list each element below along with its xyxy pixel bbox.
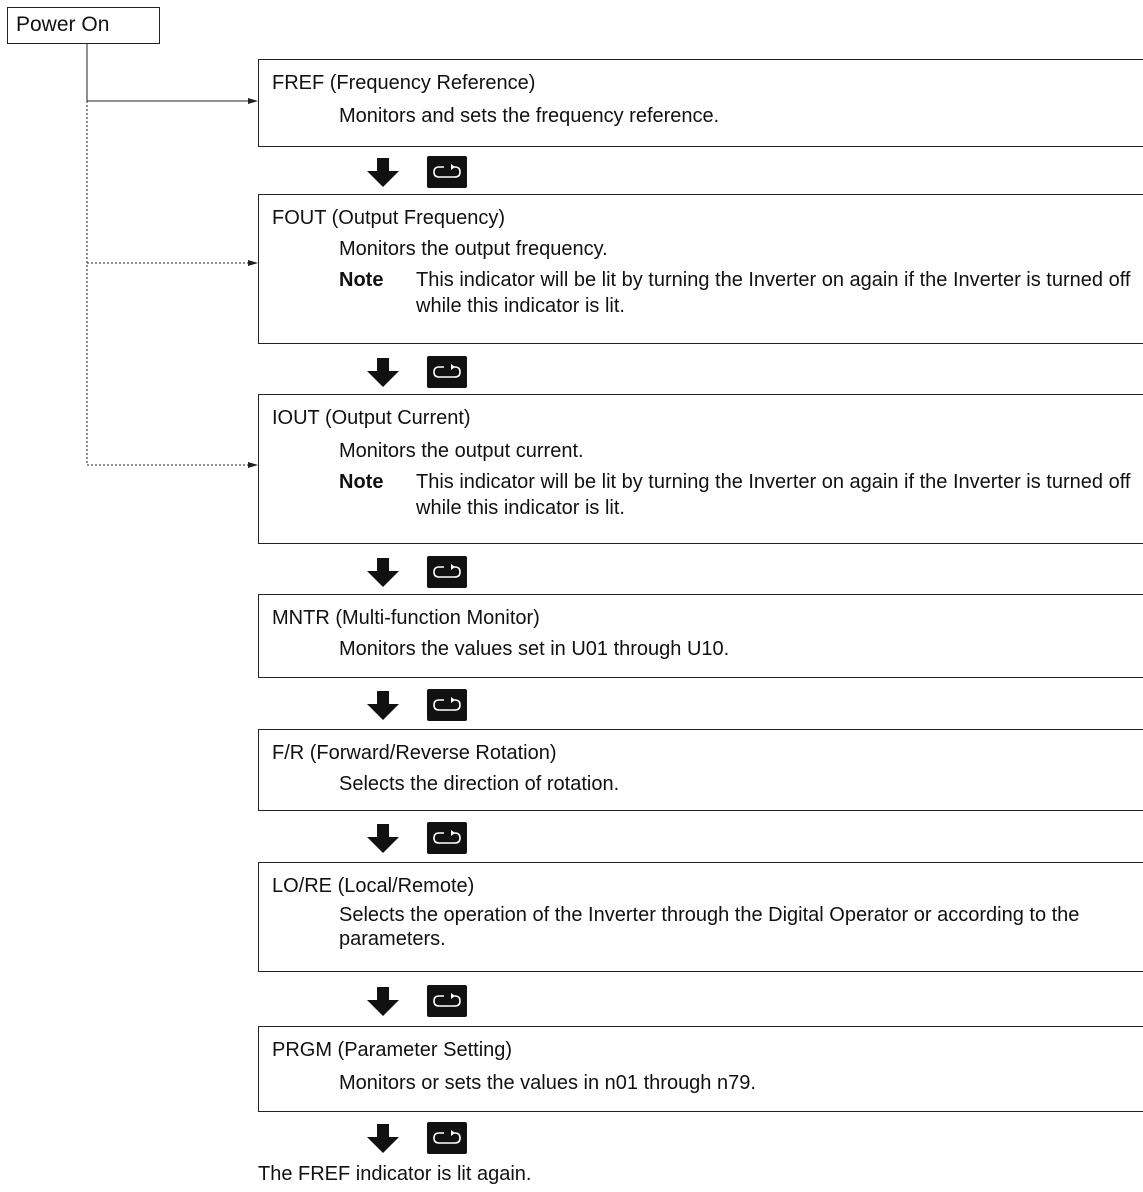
note-label: Note (339, 471, 384, 493)
down-arrow-icon (367, 987, 399, 1016)
mode-step (365, 985, 475, 1019)
down-arrow-icon (367, 558, 399, 587)
mode-title: F/R (Forward/Reverse Rotation) (272, 742, 557, 764)
mode-box-iout: IOUT (Output Current) Monitors the outpu… (258, 394, 1143, 544)
note-label: Note (339, 269, 384, 291)
mode-step (365, 1122, 475, 1156)
mode-box-lore: LO/RE (Local/Remote) Selects the operati… (258, 862, 1143, 972)
mode-title: IOUT (Output Current) (272, 407, 471, 429)
final-status-text: The FREF indicator is lit again. (258, 1163, 532, 1185)
note-text: This indicator will be lit by turning th… (416, 471, 1131, 519)
power-on-label: Power On (16, 13, 110, 36)
down-arrow-icon (367, 1124, 399, 1153)
arrowhead-iout (248, 462, 258, 468)
down-arrow-icon (367, 824, 399, 853)
mode-box-fout: FOUT (Output Frequency) Monitors the out… (258, 194, 1143, 344)
mode-key-icon (427, 689, 467, 721)
mode-box-fr: F/R (Forward/Reverse Rotation) Selects t… (258, 729, 1143, 811)
mode-title: FOUT (Output Frequency) (272, 207, 506, 229)
mode-description: Monitors the values set in U01 through U… (339, 638, 730, 660)
mode-box-fref: FREF (Frequency Reference) Monitors and … (258, 59, 1143, 147)
mode-description: Monitors and sets the frequency referenc… (339, 105, 720, 127)
mode-title: LO/RE (Local/Remote) (272, 875, 475, 897)
mode-box-prgm: PRGM (Parameter Setting) Monitors or set… (258, 1026, 1143, 1112)
mode-title: FREF (Frequency Reference) (272, 72, 536, 94)
down-arrow-icon (367, 358, 399, 387)
mode-key-icon (427, 1122, 467, 1154)
mode-description: Monitors the output current. (339, 440, 584, 462)
mode-step (365, 156, 475, 190)
mode-step (365, 822, 475, 856)
mode-description: Monitors the output frequency. (339, 238, 608, 260)
mode-description: Monitors or sets the values in n01 throu… (339, 1072, 756, 1094)
mode-description: Selects the direction of rotation. (339, 773, 620, 795)
mode-title: PRGM (Parameter Setting) (272, 1039, 513, 1061)
mode-key-icon (427, 985, 467, 1017)
mode-key-icon (427, 556, 467, 588)
arrowhead-fout (248, 260, 258, 266)
arrowhead-fref (248, 98, 258, 104)
down-arrow-icon (367, 691, 399, 720)
mode-step (365, 356, 475, 390)
down-arrow-icon (367, 158, 399, 187)
mode-key-icon (427, 356, 467, 388)
note-text: This indicator will be lit by turning th… (416, 269, 1131, 317)
mode-description: Selects the operation of the Inverter th… (339, 904, 1080, 950)
mode-step (365, 556, 475, 590)
mode-step (365, 689, 475, 723)
power-on-box: Power On (7, 7, 160, 44)
mode-box-mntr: MNTR (Multi-function Monitor) Monitors t… (258, 594, 1143, 678)
mode-key-icon (427, 822, 467, 854)
mode-key-icon (427, 156, 467, 188)
mode-title: MNTR (Multi-function Monitor) (272, 607, 540, 629)
